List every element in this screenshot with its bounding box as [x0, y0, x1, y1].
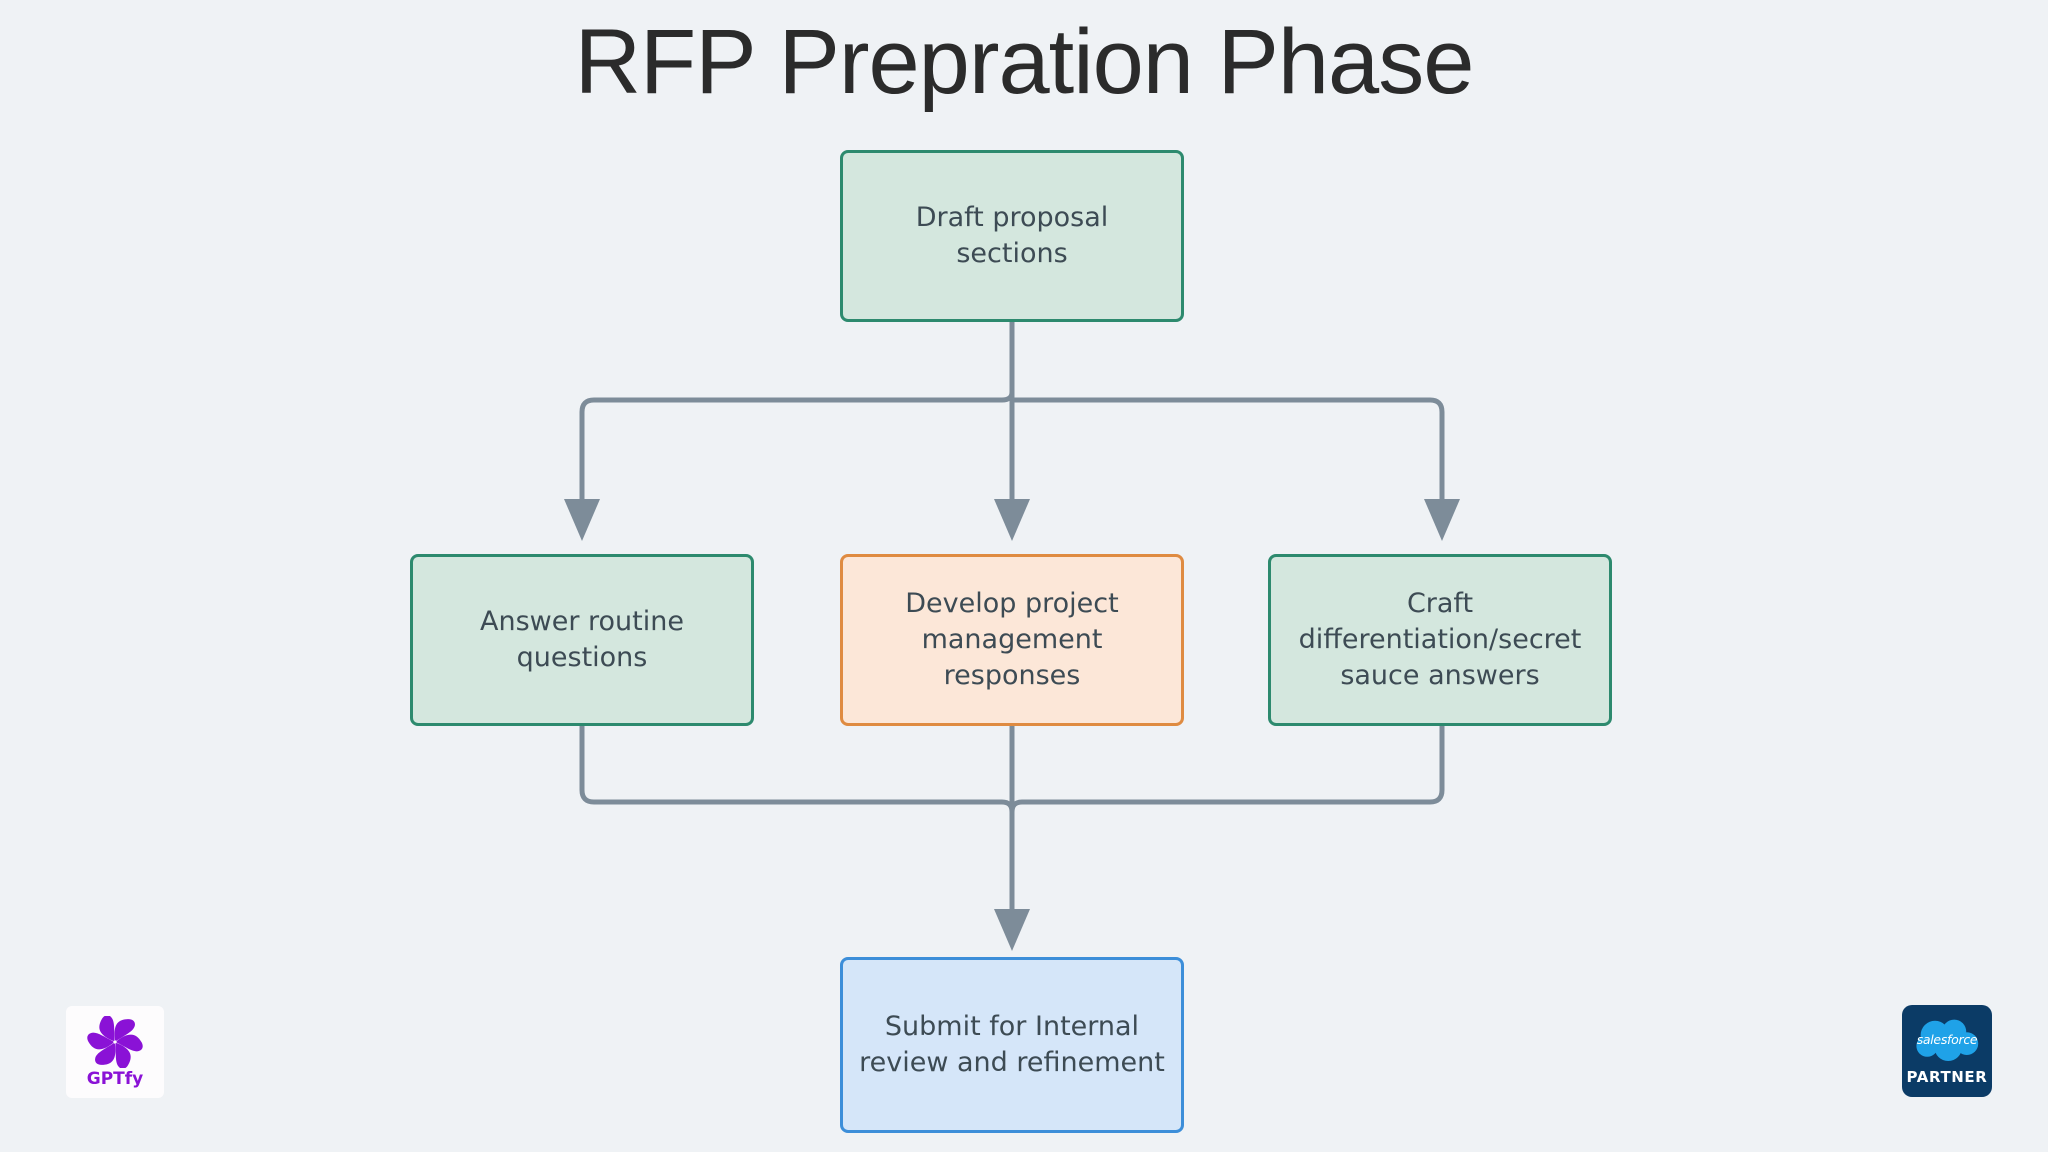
salesforce-wordmark: salesforce [1916, 1032, 1978, 1047]
edge-draft-to-answer [564, 391, 1015, 542]
node-answer-routine-questions[interactable]: Answer routine questions [410, 554, 754, 726]
cloud-shape [1916, 1019, 1979, 1061]
node-develop-project-management-responses[interactable]: Develop project management responses [840, 554, 1184, 726]
gptfy-logo: GPTfy [66, 1006, 164, 1098]
partner-tier-label: PARTNER [1906, 1067, 1988, 1086]
node-draft-proposal-sections[interactable]: Draft proposal sections [840, 150, 1184, 322]
gptfy-pinwheel-icon [87, 1015, 143, 1068]
edge-craft-to-merge [1009, 726, 1445, 813]
gptfy-wordmark: GPTfy [86, 1068, 144, 1089]
salesforce-partner-badge: salesforce PARTNER [1902, 1005, 1992, 1097]
node-submit-for-internal-review-and-refinement[interactable]: Submit for Internal review and refinemen… [840, 957, 1184, 1133]
salesforce-cloud-icon: salesforce [1911, 1017, 1983, 1063]
node-craft-differentiation-secret-sauce-answers[interactable]: Craft differentiation/secret sauce answe… [1268, 554, 1612, 726]
edge-draft-to-craft [1012, 397, 1460, 542]
page-title: RFP Prepration Phase [574, 11, 1475, 113]
edge-answer-to-merge [579, 726, 1015, 813]
